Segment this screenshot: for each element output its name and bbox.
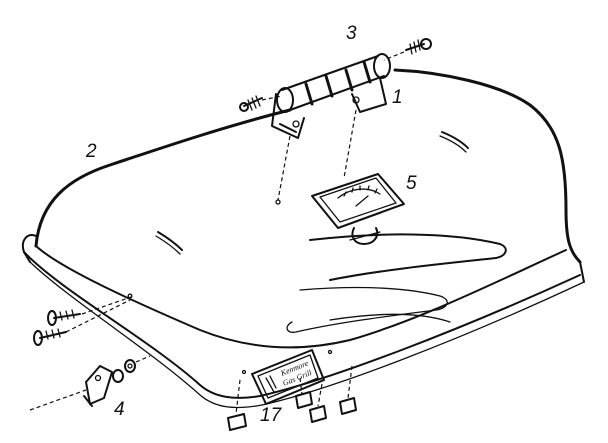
callout-17: 17 xyxy=(260,405,282,426)
foot-clip-4 xyxy=(339,397,357,415)
foot-clip-2 xyxy=(295,391,313,409)
bolt-lower xyxy=(33,328,67,346)
foot-clip-3 xyxy=(309,405,327,423)
callout-5: 5 xyxy=(406,173,417,194)
foot-clip-1 xyxy=(227,413,247,431)
nameplate: Kenmore Gas Grill xyxy=(251,349,325,405)
callout-1: 1 xyxy=(392,87,403,108)
hinge-bracket xyxy=(83,359,136,407)
assembly-lines xyxy=(29,51,405,415)
thermometer xyxy=(311,173,405,245)
handle-screw-right xyxy=(405,38,432,55)
handle-screw-left xyxy=(239,95,263,112)
callout-4: 4 xyxy=(114,399,125,420)
callout-2: 2 xyxy=(86,141,97,162)
callout-3: 3 xyxy=(346,23,357,44)
lid-body xyxy=(22,68,585,409)
handle xyxy=(271,53,391,139)
bolt-upper xyxy=(47,309,81,326)
